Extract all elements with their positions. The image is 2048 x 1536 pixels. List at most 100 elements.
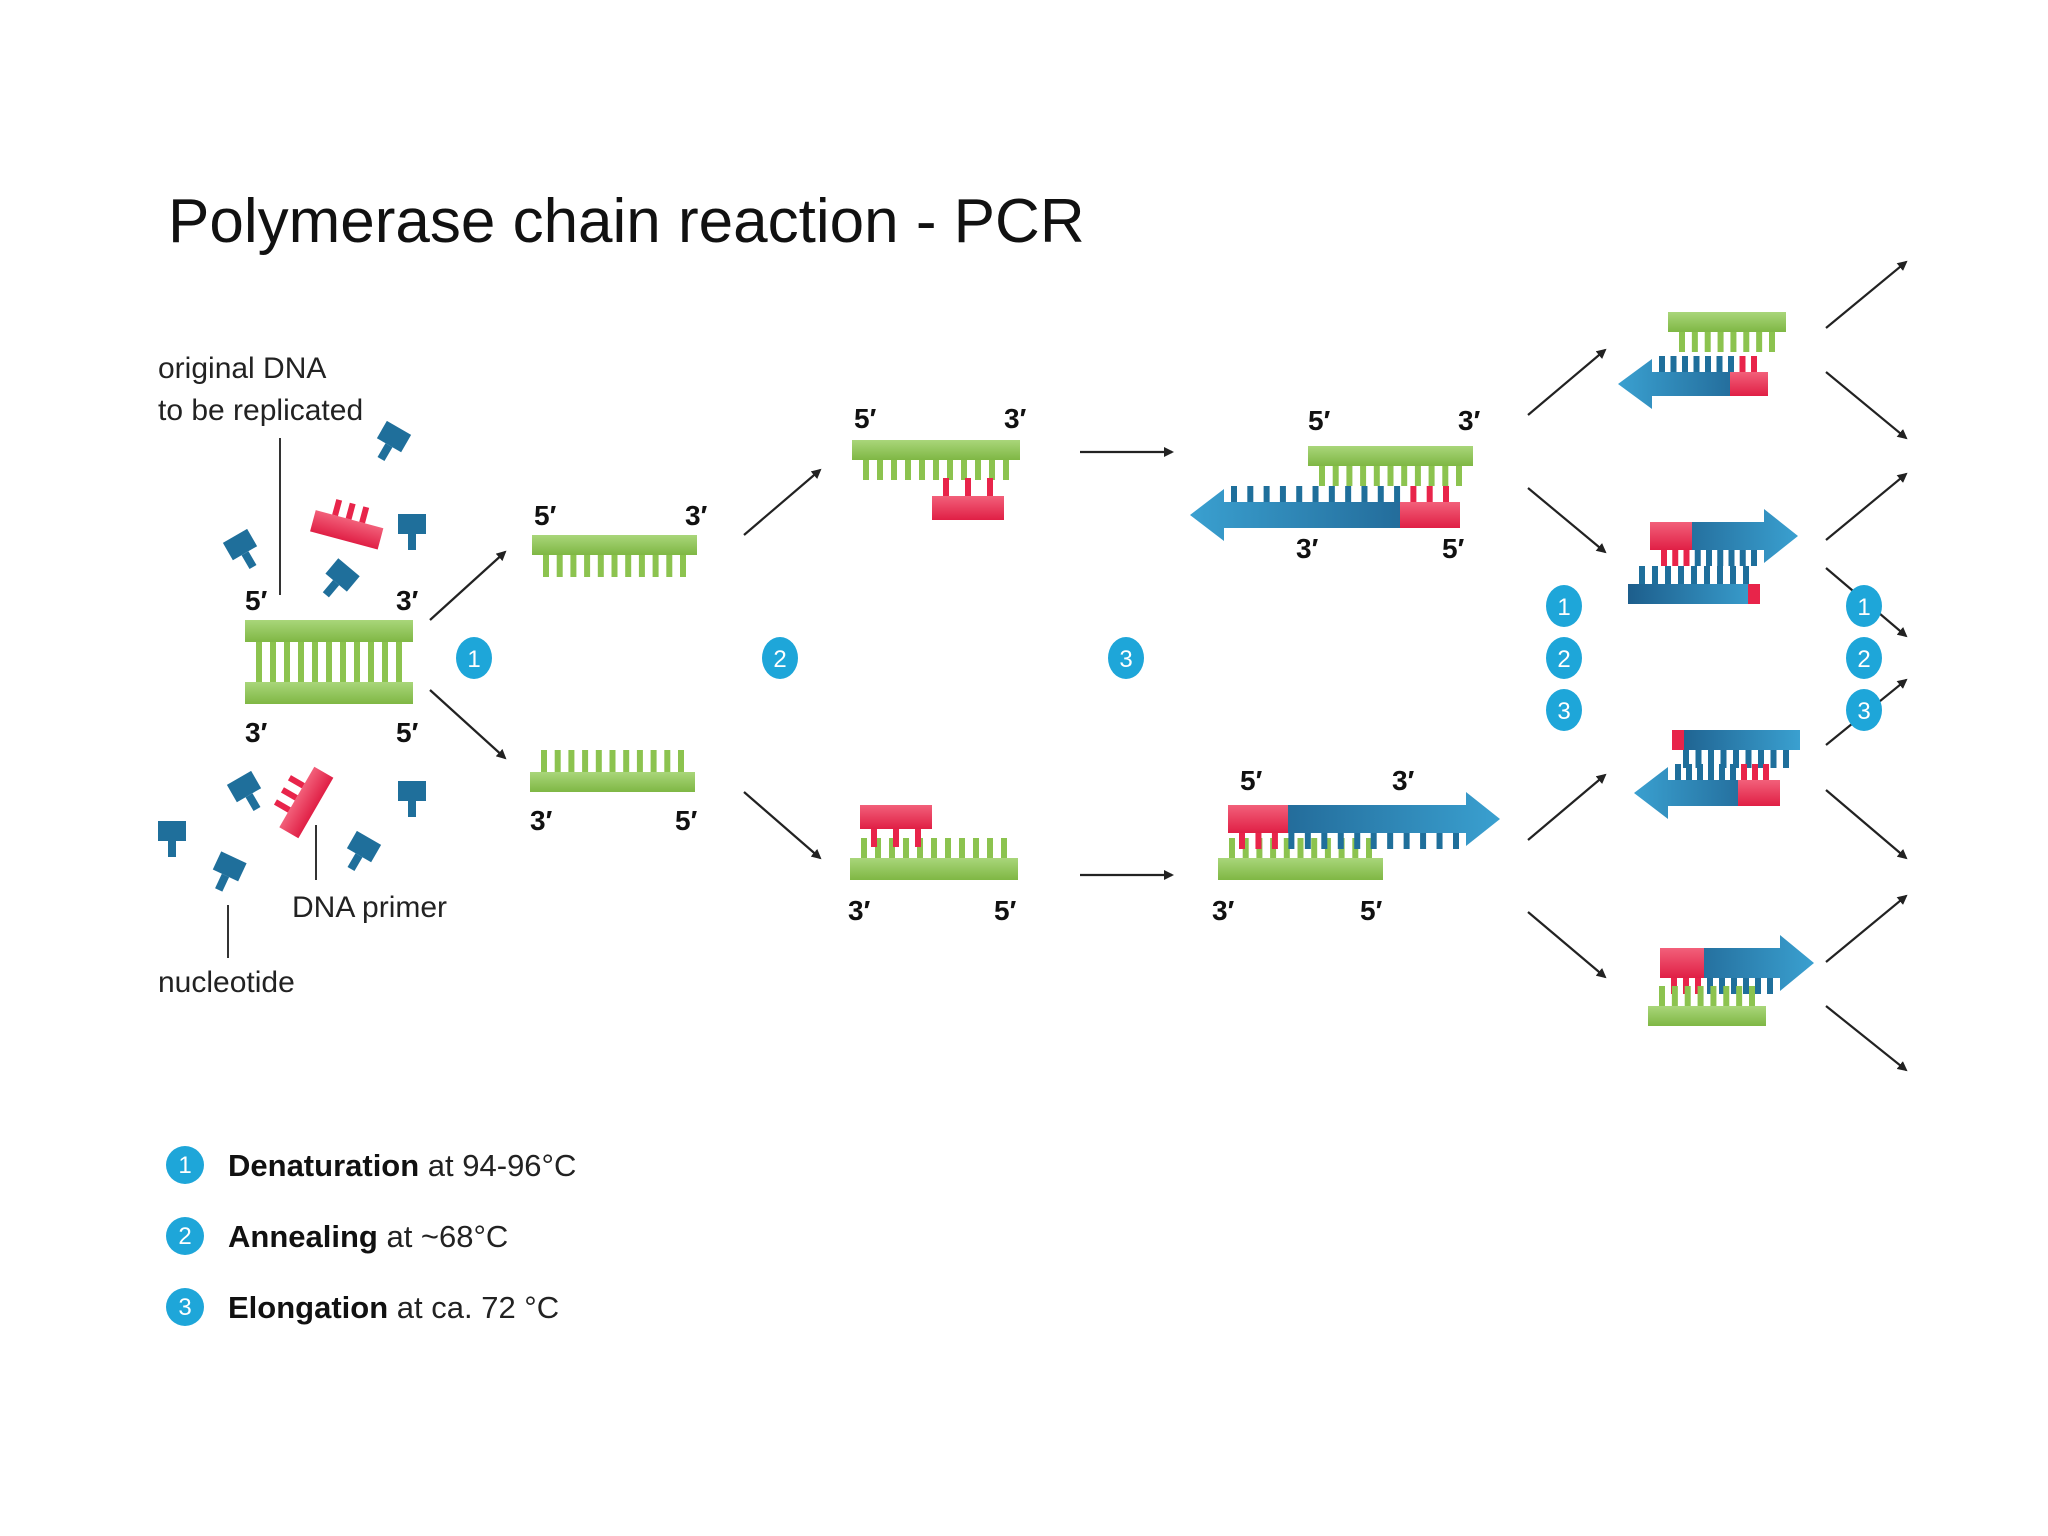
product-1-new-strand-base bbox=[1693, 356, 1700, 372]
product-1-template-base bbox=[1756, 332, 1763, 352]
elongated-bottom-template-base bbox=[1283, 838, 1290, 858]
annealed-bottom-template-base bbox=[1001, 838, 1007, 858]
product-2-new-strand-base bbox=[1672, 550, 1679, 566]
product-1-new-strand-base bbox=[1739, 356, 1746, 372]
product-3-upper-base bbox=[1683, 750, 1689, 768]
elongated-top-new-strand-base bbox=[1394, 486, 1401, 502]
legend-detail-2: at ~68°C bbox=[378, 1219, 508, 1254]
product-3-new-strand-base bbox=[1763, 764, 1769, 780]
annealed-bottom-template-base bbox=[973, 838, 979, 858]
product-1-new-strand-primer bbox=[1730, 372, 1768, 396]
nucleotide-1 bbox=[376, 420, 412, 462]
annealed-bottom-primer-backbone bbox=[860, 805, 932, 829]
arrow-cycle3-7 bbox=[1825, 894, 1908, 963]
single-strand-top-base bbox=[584, 555, 591, 577]
original-dna-top-strand-base bbox=[354, 642, 360, 662]
nucleotide-9-head bbox=[346, 830, 382, 863]
annealed-top-template-base bbox=[961, 460, 967, 480]
elongated-top-new-strand-base bbox=[1296, 486, 1303, 502]
original-dna-bottom-strand-base bbox=[382, 662, 388, 682]
arrow-cycle3-6 bbox=[1825, 789, 1908, 860]
product-2-lower bbox=[1628, 566, 1760, 604]
annealed-bottom-template-base bbox=[931, 838, 937, 858]
step-badge-3: 3 bbox=[1108, 637, 1144, 679]
cycle2-badge-2: 2 bbox=[1546, 637, 1582, 679]
nucleotide-6-tail bbox=[408, 801, 416, 817]
elongated-top-new-strand-base bbox=[1410, 486, 1417, 502]
original-dna-bottom-strand-base bbox=[326, 662, 332, 682]
legend-badge-2 bbox=[166, 1217, 204, 1255]
elongated-top-new-strand bbox=[1190, 486, 1460, 541]
arrow-denature-down bbox=[429, 689, 507, 760]
elongated-bottom-template-base bbox=[1311, 838, 1318, 858]
single-strand-top-base bbox=[666, 555, 673, 577]
cycle3-badge-3: 3 bbox=[1846, 689, 1882, 731]
nucleotide-1-tail bbox=[377, 443, 393, 462]
annealed-top-primer-base bbox=[965, 478, 971, 496]
elongated-bottom-new-strand-base bbox=[1403, 833, 1410, 849]
product-2-lower-base bbox=[1691, 566, 1697, 584]
legend-term-2: Annealing bbox=[228, 1219, 378, 1254]
elongated-top-template-base bbox=[1360, 466, 1367, 486]
product-1-template-base bbox=[1717, 332, 1724, 352]
product-4-new-strand-base bbox=[1743, 978, 1749, 994]
nucleotide-3-tail bbox=[241, 551, 257, 570]
annealed-top-template-base bbox=[933, 460, 939, 480]
original-dna-top-strand-base bbox=[270, 642, 276, 662]
product-3-new-strand-base bbox=[1730, 764, 1736, 780]
product-3-upper-base bbox=[1720, 750, 1727, 768]
single-strand-bottom-base bbox=[623, 750, 630, 772]
free-primer-1-base bbox=[359, 506, 370, 524]
product-4-new-strand-base bbox=[1707, 978, 1713, 994]
elongated-top-template-base bbox=[1373, 466, 1380, 486]
step-badge-3-number: 3 bbox=[1119, 646, 1132, 673]
product-2-lower-base bbox=[1717, 566, 1723, 584]
annealed-bottom-primer-base bbox=[893, 829, 899, 847]
original-dna-top-strand-backbone bbox=[245, 620, 413, 642]
product-4-template bbox=[1648, 986, 1766, 1026]
free-primer-2-base bbox=[273, 799, 291, 813]
nucleotide-4 bbox=[322, 558, 360, 598]
elongated-bottom-new-strand-base bbox=[1255, 833, 1262, 849]
product-1-new-strand-base bbox=[1716, 356, 1723, 372]
original-dna-top-strand-base bbox=[340, 642, 346, 662]
legend-item-1: 1 Denaturation at 94-96°C bbox=[166, 1146, 576, 1184]
product-2-new-strand-base bbox=[1751, 550, 1757, 566]
single-strand-top-5: 5′ bbox=[534, 500, 557, 531]
annealed-top-template bbox=[852, 440, 1020, 480]
nucleotide-8-head bbox=[212, 851, 247, 882]
product-3-upper-primer-tip bbox=[1672, 730, 1684, 750]
elongated-top-new-strand-base bbox=[1263, 486, 1270, 502]
product-1-template-base bbox=[1679, 332, 1685, 352]
cycle2-badge-3: 3 bbox=[1546, 689, 1582, 731]
original-dna-bottom-strand-base bbox=[396, 662, 402, 682]
product-4-template-base bbox=[1736, 986, 1743, 1006]
product-4-template-backbone bbox=[1648, 1006, 1766, 1026]
product-2-new-strand-primer bbox=[1650, 522, 1692, 550]
elongated-top-5: 5′ bbox=[1308, 405, 1331, 436]
elongated-bottom-new-strand-body bbox=[1228, 792, 1500, 846]
legend-badge-3 bbox=[166, 1288, 204, 1326]
legend-detail-1: at 94-96°C bbox=[419, 1148, 576, 1183]
annealed-top-template-backbone bbox=[852, 440, 1020, 460]
elongated-bottom-3b: 3′ bbox=[1212, 895, 1235, 926]
product-2-lower-base bbox=[1730, 566, 1736, 584]
cycle3-badge-2: 2 bbox=[1846, 637, 1882, 679]
elongated-bottom-new-strand-base bbox=[1420, 833, 1427, 849]
cycle2-badge-1: 1 bbox=[1546, 585, 1582, 627]
elongated-bottom-new-strand-base bbox=[1387, 833, 1394, 849]
elongated-top-new-strand-base bbox=[1247, 486, 1254, 502]
product-4-template-base bbox=[1710, 986, 1717, 1006]
single-strand-bottom-5: 5′ bbox=[675, 805, 698, 836]
annealed-bottom-template-backbone bbox=[850, 858, 1018, 880]
product-1-template-base bbox=[1730, 332, 1737, 352]
elongated-top-new-strand-base bbox=[1361, 486, 1368, 502]
single-strand-top bbox=[532, 535, 697, 577]
elongated-top-5b: 5′ bbox=[1442, 533, 1465, 564]
elongated-top-template-base bbox=[1442, 466, 1449, 486]
original-dna-bottom-strand-base bbox=[354, 662, 360, 682]
cycle2-badge-3-number: 3 bbox=[1557, 698, 1570, 725]
nucleotide-4-tail bbox=[322, 580, 340, 598]
product-4-template-base bbox=[1723, 986, 1730, 1006]
cycle3-badge-1: 1 bbox=[1846, 585, 1882, 627]
